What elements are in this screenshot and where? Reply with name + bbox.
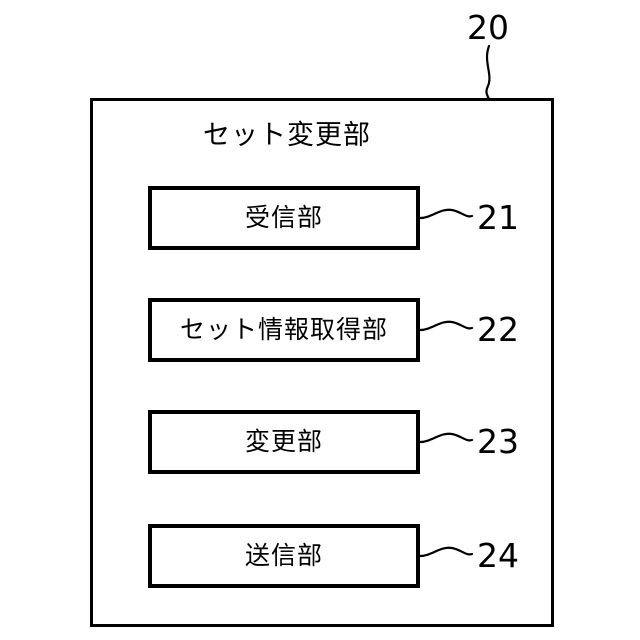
reference-numeral-module: 20 — [467, 8, 509, 47]
reference-numeral-component-1: 21 — [477, 198, 519, 237]
reference-numeral-component-3: 23 — [477, 422, 519, 461]
component-label: 変更部 — [244, 427, 323, 456]
component-box-change-unit: 変更部 — [148, 410, 420, 474]
module-title: セット変更部 — [203, 120, 371, 151]
component-label: 送信部 — [244, 541, 323, 570]
reference-numeral-component-4: 24 — [477, 536, 519, 575]
component-label: セット情報取得部 — [179, 315, 388, 344]
reference-numeral-component-2: 22 — [477, 310, 519, 349]
leader-line-module — [485, 44, 491, 101]
component-box-set-info-acquisition-unit: セット情報取得部 — [148, 298, 420, 362]
component-label: 受信部 — [244, 203, 323, 232]
component-box-receiving-unit: 受信部 — [148, 186, 420, 250]
component-box-transmitting-unit: 送信部 — [148, 524, 420, 588]
